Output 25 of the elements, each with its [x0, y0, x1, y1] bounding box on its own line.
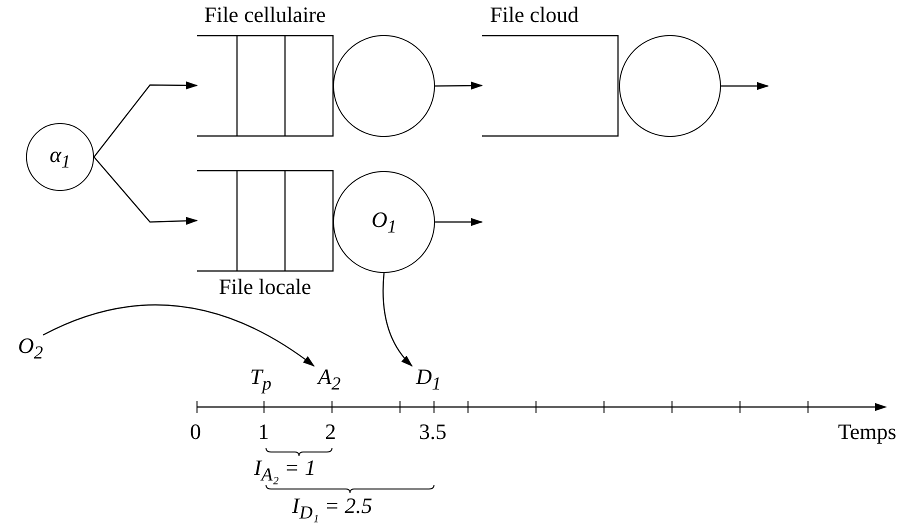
- server-circle: [619, 35, 721, 137]
- queue-label: File locale: [218, 274, 312, 300]
- tick-label: 2: [325, 419, 336, 445]
- arrow: [42, 304, 315, 367]
- arrow: [382, 272, 413, 367]
- arrow: [94, 81, 198, 158]
- event-label: D$_{1}$: [416, 364, 442, 396]
- event-label: O$_{2}$: [18, 333, 44, 366]
- event-label: A$_{2}$: [318, 364, 341, 396]
- interval-label: I$_{A₂}$ = 1: [254, 455, 316, 486]
- tick-label: 1: [258, 419, 269, 445]
- arrow: [435, 82, 483, 90]
- time-label: T$_{p}$: [250, 364, 272, 396]
- queue-label: File cloud: [490, 2, 580, 28]
- arrow: [435, 218, 483, 226]
- queue-label: File cellulaire: [203, 2, 327, 28]
- arrow: [721, 82, 769, 90]
- tick-label: 3.5: [419, 419, 446, 445]
- server-circle: [333, 35, 435, 137]
- arrival-circle: α$_{1}$: [26, 123, 94, 191]
- tick-label: 0: [190, 419, 201, 445]
- interval-label: I$_{D₁}$ = 2.5: [292, 493, 372, 524]
- arrow: [94, 156, 198, 225]
- axis-label: Temps: [838, 419, 896, 445]
- server-circle: O$_{1}$: [333, 171, 435, 273]
